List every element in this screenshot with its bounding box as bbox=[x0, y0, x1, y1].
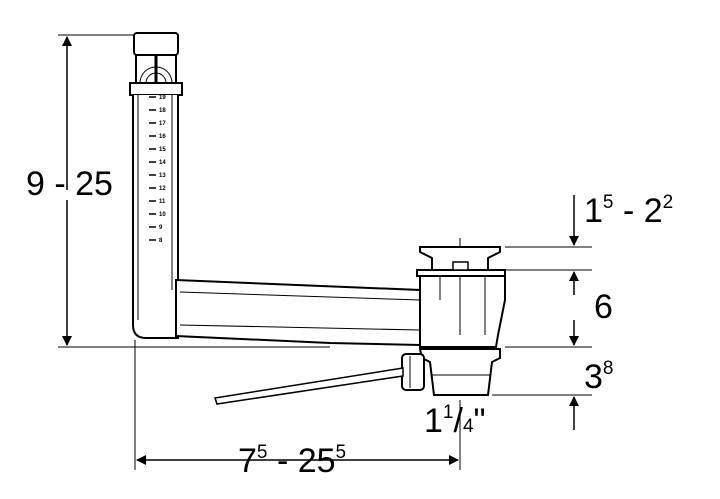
body-height-label: 6 bbox=[594, 288, 613, 326]
outlet-height-label: 38 bbox=[584, 358, 614, 396]
scale-tick-label: 18 bbox=[159, 108, 166, 114]
scale-tick-label: 11 bbox=[159, 199, 166, 205]
scale-marks: 19 18 17 16 15 14 13 12 11 10 9 8 bbox=[149, 95, 166, 244]
thread-size-label: 11/4" bbox=[424, 402, 486, 440]
horizontal-pipe bbox=[175, 278, 421, 347]
length-label: 75 - 255 bbox=[238, 442, 346, 480]
scale-tick-label: 19 bbox=[159, 95, 166, 101]
scale-tick-label: 15 bbox=[159, 147, 166, 153]
height-range-label: 9 - 25 bbox=[26, 165, 113, 203]
scale-tick-label: 9 bbox=[159, 225, 163, 231]
scale-tick-label: 10 bbox=[159, 212, 166, 218]
scale-tick-label: 16 bbox=[159, 134, 166, 140]
standpipe bbox=[129, 32, 183, 339]
scale-tick-label: 14 bbox=[159, 160, 166, 166]
scale-tick-label: 8 bbox=[159, 238, 163, 244]
scale-tick-label: 12 bbox=[159, 186, 166, 192]
flange-thickness-label: 15 - 22 bbox=[584, 192, 673, 230]
waste-valve bbox=[214, 246, 506, 405]
scale-tick-label: 13 bbox=[159, 173, 166, 179]
extension-lines bbox=[58, 34, 592, 470]
dimension-arrows bbox=[62, 36, 579, 465]
scale-tick-label: 17 bbox=[159, 121, 166, 127]
